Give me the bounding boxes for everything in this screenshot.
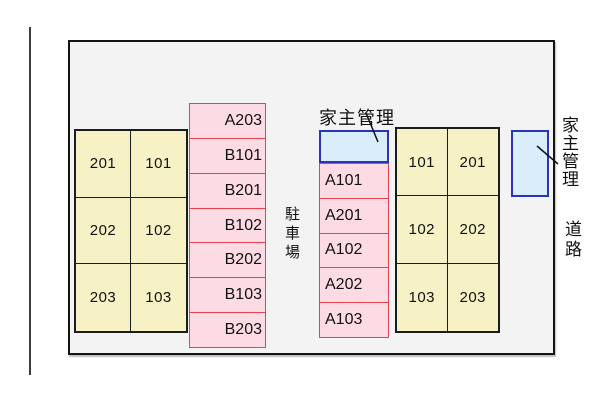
- unit-cell: 101: [131, 131, 186, 198]
- unit-cell: 203: [459, 288, 487, 306]
- owner-managed-space-middle: [319, 130, 389, 163]
- parking-space: A201: [320, 199, 388, 234]
- left-building-grid: 201 101 202 102 203 103: [74, 129, 188, 333]
- unit-cell: 103: [145, 289, 172, 307]
- parking-space: B102: [190, 209, 265, 244]
- parking-space: A103: [325, 311, 363, 329]
- owner-managed-label-right: 家主管理: [559, 116, 578, 188]
- unit-cell: 101: [397, 129, 448, 197]
- owner-managed-label-top: 家主管理: [319, 108, 395, 128]
- unit-cell: 102: [131, 198, 186, 265]
- unit-cell: 103: [397, 263, 448, 331]
- parking-space: B201: [190, 174, 265, 209]
- unit-cell: 202: [447, 196, 498, 264]
- parking-column-b: A203 B101 B201 B102 B202 B103 B203: [189, 103, 266, 348]
- road-label: 道路: [562, 220, 581, 260]
- unit-cell: 201: [76, 131, 131, 198]
- unit-cell: 202: [76, 197, 131, 265]
- parking-space: B202: [190, 243, 265, 279]
- parking-lot-label: 駐車場: [283, 206, 300, 263]
- parking-space: A102: [320, 234, 388, 269]
- right-building-grid: 101 201 102 202 103 203: [395, 127, 500, 333]
- owner-managed-space-right: [511, 130, 549, 197]
- unit-cell: 201: [447, 129, 498, 197]
- parking-space: B203: [224, 321, 262, 339]
- parking-space: A203: [190, 104, 265, 139]
- parking-space: A202: [320, 268, 388, 304]
- unit-cell: 203: [76, 264, 131, 331]
- parking-column-a: A101 A201 A102 A202 A103: [319, 163, 389, 338]
- parking-space: A101: [320, 164, 388, 199]
- parking-space: B103: [190, 278, 265, 314]
- unit-cell: 102: [397, 196, 448, 264]
- parking-space: B101: [190, 139, 265, 174]
- left-boundary-line: [29, 27, 31, 375]
